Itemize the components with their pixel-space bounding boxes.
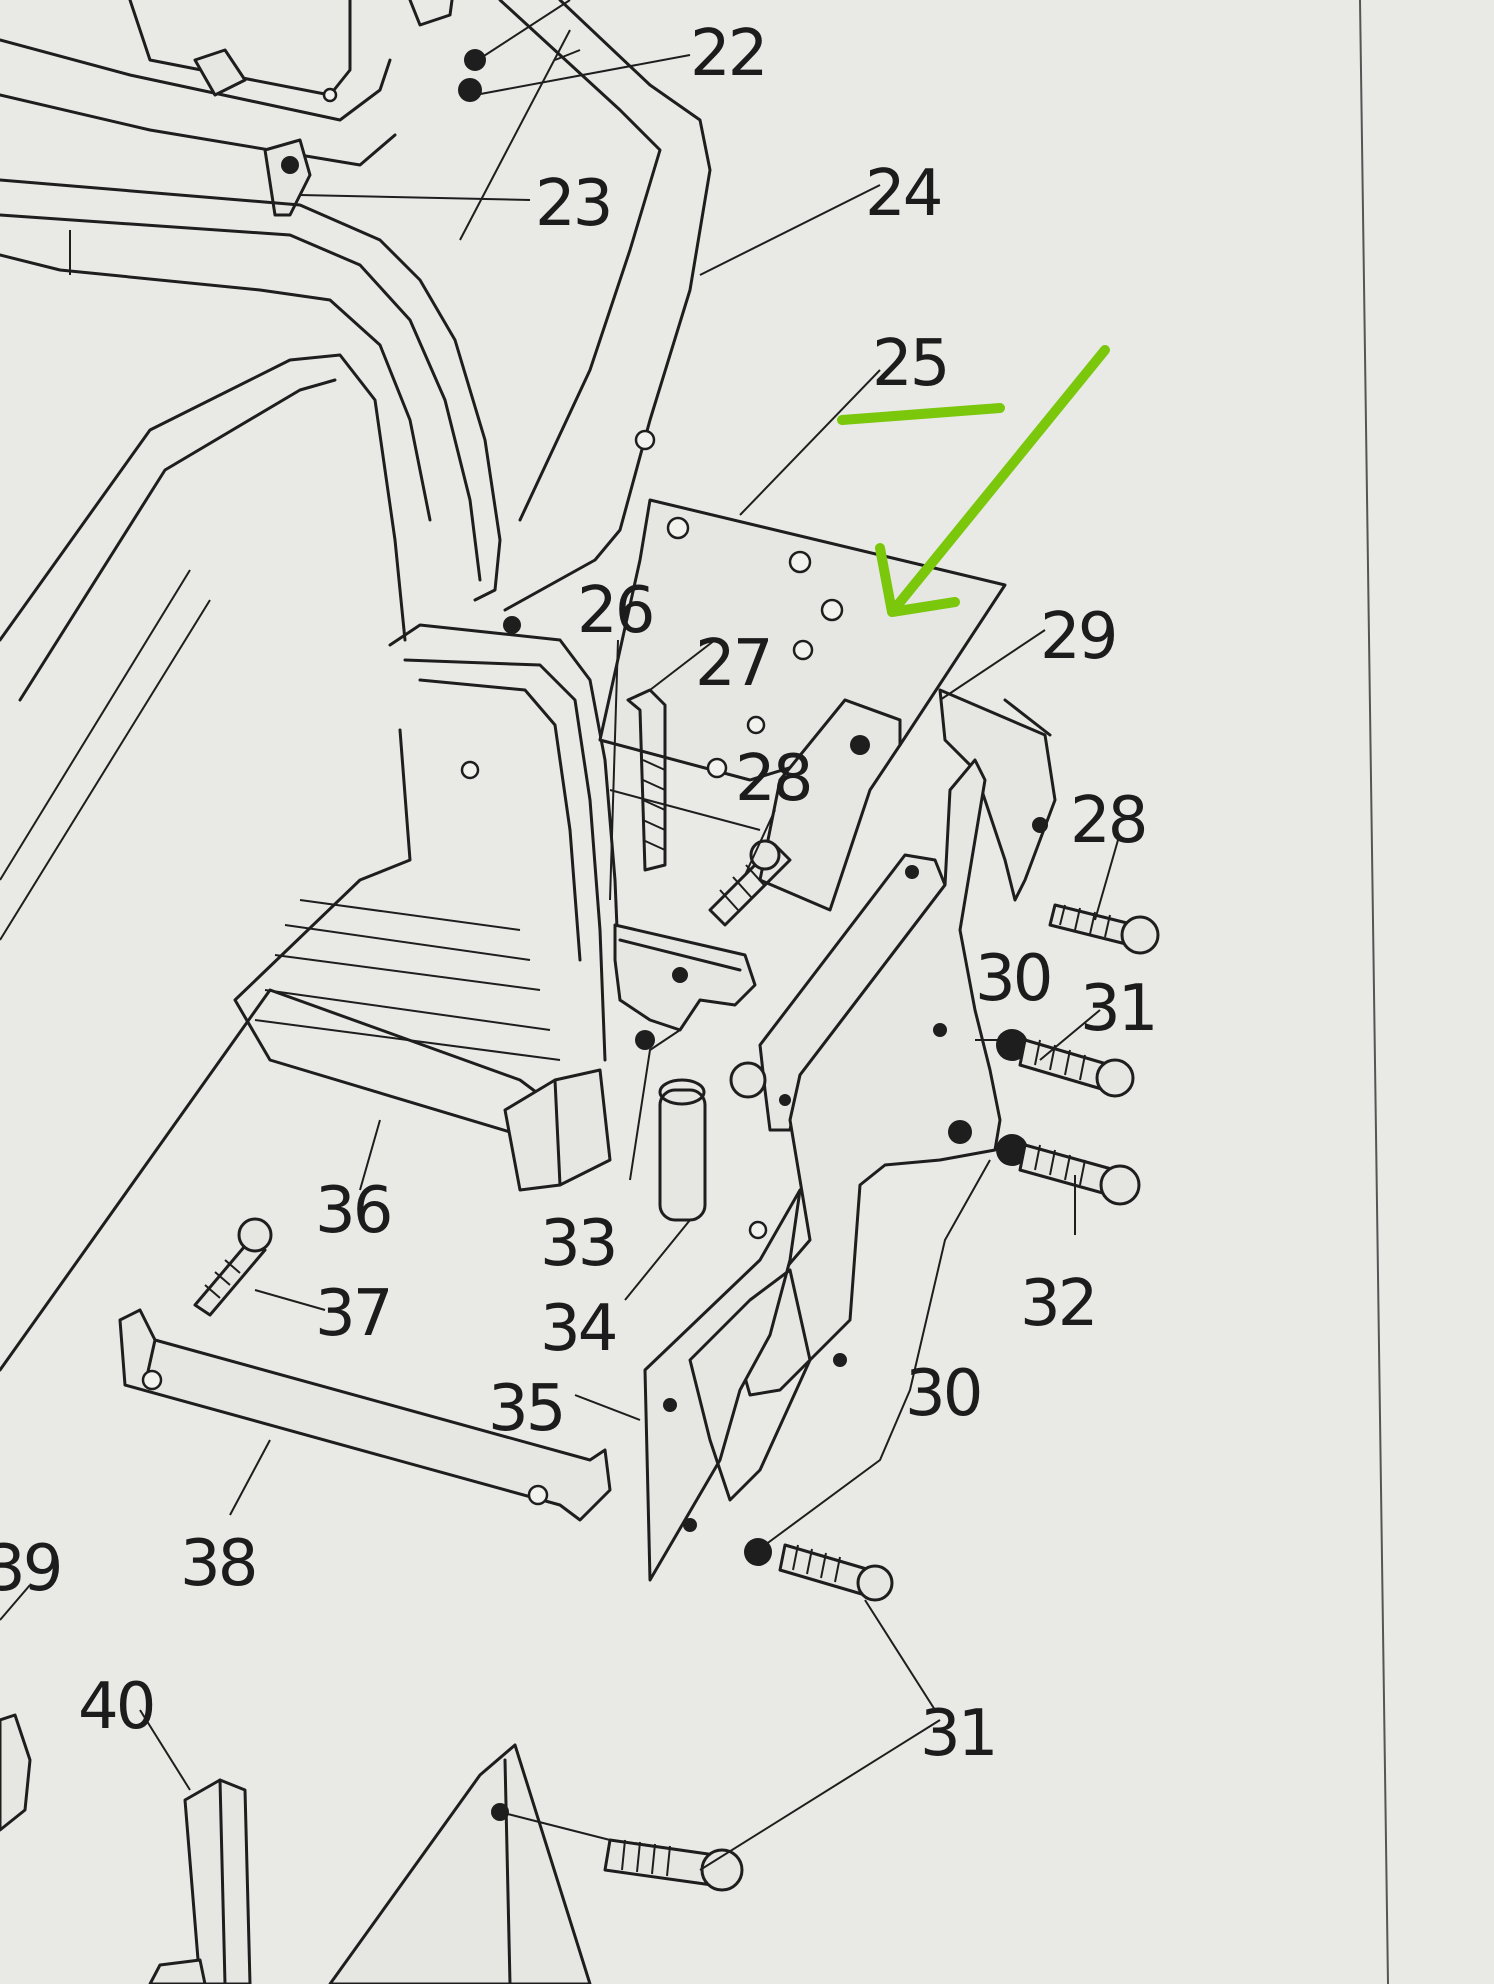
callout-23: 23 bbox=[535, 167, 610, 241]
callout-37: 37 bbox=[315, 1277, 390, 1351]
callout-numbers: 22 23 24 25 26 27 28 28 29 30 31 32 33 3… bbox=[0, 17, 1158, 1771]
clamp-29 bbox=[938, 688, 1057, 902]
callout-25: 25 bbox=[872, 327, 947, 401]
bolt-32 bbox=[996, 1134, 1141, 1206]
post-40 bbox=[148, 1778, 252, 1984]
callout-39: 39 bbox=[0, 1532, 60, 1606]
page-margin-line bbox=[1359, 0, 1389, 1984]
callout-30-lower: 30 bbox=[905, 1357, 980, 1431]
callout-33: 33 bbox=[540, 1207, 615, 1281]
block-39 bbox=[0, 1713, 32, 1832]
callout-36: 36 bbox=[315, 1174, 390, 1248]
callout-30-upper: 30 bbox=[975, 942, 1050, 1016]
callout-27: 27 bbox=[695, 627, 770, 701]
leader-lines bbox=[0, 0, 1119, 1871]
callout-31-lower: 31 bbox=[920, 1697, 995, 1771]
annotation-arrow-icon bbox=[875, 345, 1110, 617]
bolt-31-upper bbox=[1018, 1038, 1135, 1098]
spacer-34 bbox=[658, 1078, 707, 1222]
strut-bar bbox=[729, 853, 947, 1132]
trim-strip-23 bbox=[0, 178, 502, 602]
bolt-28-right bbox=[1048, 903, 1160, 955]
washer-30-upper bbox=[996, 1029, 1028, 1061]
channel-33 bbox=[613, 923, 757, 1050]
housing-24 bbox=[498, 0, 712, 634]
window-frame bbox=[0, 353, 562, 1372]
callout-28-right: 28 bbox=[1070, 784, 1145, 858]
callout-34: 34 bbox=[540, 1292, 616, 1366]
callout-38: 38 bbox=[180, 1527, 255, 1601]
annotation-underline-25 bbox=[837, 403, 1005, 425]
bolt-31-mid bbox=[778, 1543, 894, 1602]
callout-32: 32 bbox=[1020, 1267, 1095, 1341]
top-frame-part bbox=[0, 0, 486, 217]
crossbar-38 bbox=[118, 1308, 612, 1522]
callout-31-upper: 31 bbox=[1080, 972, 1155, 1046]
green-annotation bbox=[837, 345, 1110, 617]
callout-24: 24 bbox=[865, 157, 941, 231]
bolt-31-lower bbox=[603, 1838, 744, 1892]
bolt-37 bbox=[193, 1217, 273, 1317]
callout-35: 35 bbox=[488, 1372, 563, 1446]
gusset-lower bbox=[328, 1743, 611, 1984]
callout-29: 29 bbox=[1040, 600, 1115, 674]
footwell-36 bbox=[233, 623, 622, 1192]
callout-26: 26 bbox=[577, 574, 652, 648]
callout-28-left: 28 bbox=[735, 742, 810, 816]
callout-40: 40 bbox=[78, 1670, 153, 1744]
bracket-plate-25 bbox=[598, 498, 1007, 912]
callout-22: 22 bbox=[690, 17, 765, 91]
support-plate-35 bbox=[643, 758, 1002, 1582]
